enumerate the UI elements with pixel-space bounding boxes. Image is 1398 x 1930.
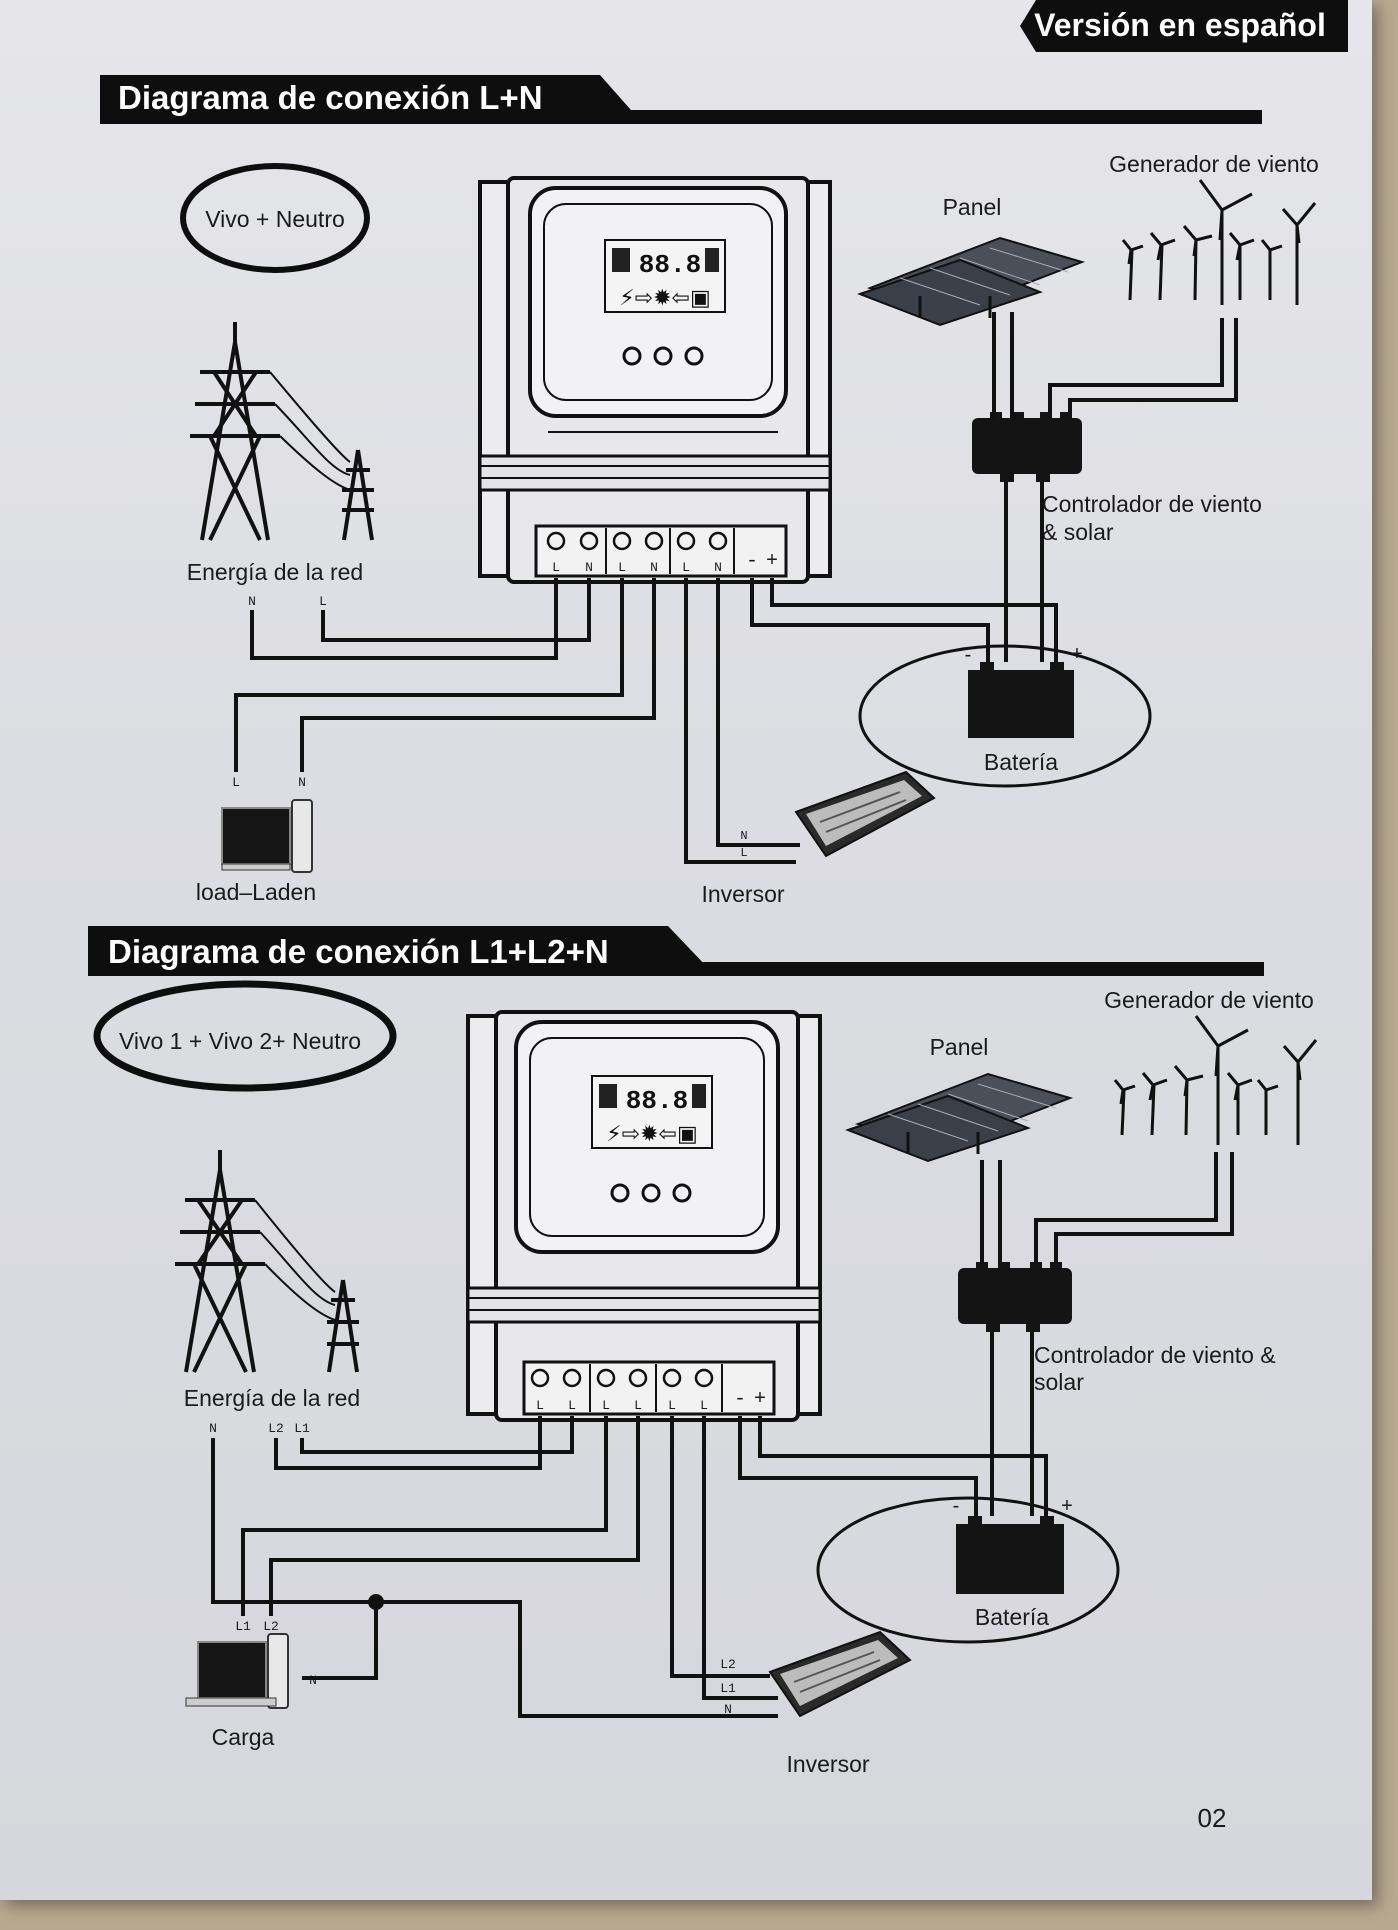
diagram-2-battery-pos: + <box>1061 1495 1073 1517</box>
wire-label: N <box>724 1702 732 1717</box>
diagram-2-lcd-display: 88.8 ⚡⇨✹⇦▣ <box>591 1075 713 1149</box>
diagram-1-ws-controller-label-2: & solar <box>1042 519 1114 545</box>
svg-text:⚡⇨✹⇦▣: ⚡⇨✹⇦▣ <box>606 1122 698 1147</box>
terminal-label: N <box>585 560 593 575</box>
diagram-1-battery-neg: - <box>965 644 972 666</box>
wire-label: N <box>209 1421 217 1436</box>
diagram-1-battery-icon <box>858 644 1152 788</box>
svg-text:88.8: 88.8 <box>626 1086 688 1116</box>
diagram-canvas: Versión en español Diagrama de conexión … <box>88 0 1348 1833</box>
wire-label: L1 <box>294 1421 310 1436</box>
diagram-2-battery-neg: - <box>953 1495 960 1517</box>
button-icon <box>653 346 673 366</box>
terminal-label: N <box>650 560 658 575</box>
terminal-label: L <box>634 1398 642 1413</box>
wire-label: L2 <box>263 1619 279 1634</box>
diagram-1-grid-label: Energía de la red <box>187 559 363 585</box>
wire-label: N <box>298 775 306 790</box>
diagram-1-load-label: load–Laden <box>196 879 316 905</box>
diagram-2-panel-label: Panel <box>930 1034 989 1060</box>
wire-label: N <box>740 829 747 843</box>
page-number: 02 <box>1198 1803 1227 1833</box>
terminal-label: - <box>746 550 758 573</box>
diagram-2-title: Diagrama de conexión L1+L2+N <box>108 933 609 970</box>
diagram-2-load-label: Carga <box>212 1724 275 1750</box>
terminal-label: L <box>602 1398 610 1413</box>
diagram-1-lcd-display: 88.8 ⚡⇨✹⇦▣ <box>604 239 726 313</box>
wire-label: L2 <box>720 1657 736 1672</box>
diagram-1-wind-solar-controller <box>972 412 1082 482</box>
terminal-label: L <box>668 1398 676 1413</box>
terminal-label: L <box>682 560 690 575</box>
diagram-1-wiring <box>234 312 1238 864</box>
terminal-label: - <box>734 1388 746 1411</box>
wire-label: N <box>248 594 256 609</box>
diagram-2-grid-label: Energía de la red <box>184 1385 360 1411</box>
terminal-label: N <box>714 560 722 575</box>
diagram-2-battery-icon <box>816 1496 1120 1644</box>
diagram-1-mode-badge: Vivo + Neutro <box>180 163 370 273</box>
diagram-2-grid-pylon <box>175 1150 359 1373</box>
button-icon <box>641 1183 661 1203</box>
diagram-2-wind-label: Generador de viento <box>1104 987 1314 1013</box>
diagram-1-terminal-block: L N L N L N - + <box>546 528 778 575</box>
wire-label: L <box>319 594 327 609</box>
terminal-label: L <box>618 560 626 575</box>
terminal-label: + <box>754 1388 766 1411</box>
diagram-1-title-banner: Diagrama de conexión L+N <box>100 75 1262 124</box>
terminal-label: L <box>700 1398 708 1413</box>
diagram-2-title-banner: Diagrama de conexión L1+L2+N <box>88 926 1264 976</box>
diagram-2-inverter-label: Inversor <box>786 1751 869 1777</box>
button-icon <box>684 346 704 366</box>
terminal-label: L <box>536 1398 544 1413</box>
diagram-2-battery-label: Batería <box>975 1604 1049 1630</box>
diagram-2-ws-controller-label: Controlador de viento & <box>1034 1342 1276 1368</box>
diagram-1-title: Diagrama de conexión L+N <box>118 79 543 116</box>
diagram-1-mode-text: Vivo + Neutro <box>205 206 345 232</box>
button-icon <box>610 1183 630 1203</box>
diagram-2-mode-text: Vivo 1 + Vivo 2+ Neutro <box>119 1028 361 1054</box>
diagram-2-mode-badge: Vivo 1 + Vivo 2+ Neutro <box>93 980 397 1092</box>
wire-label: N <box>309 1673 317 1688</box>
diagram-1-wind-label: Generador de viento <box>1109 151 1319 177</box>
diagram-1-panel-label: Panel <box>943 194 1002 220</box>
terminal-label: + <box>766 550 778 573</box>
diagram-1-battery-label: Batería <box>984 749 1058 775</box>
terminal-label: L <box>568 1398 576 1413</box>
diagram-2-terminal-block: L L L L L L - + <box>530 1364 766 1413</box>
diagram-1-inverter-icon <box>794 770 936 858</box>
language-badge: Versión en español <box>1020 0 1348 52</box>
wire-label: L1 <box>235 1619 251 1634</box>
diagram-1-ws-controller-label: Controlador de viento <box>1042 491 1262 517</box>
manual-page: Versión en español Diagrama de conexión … <box>0 0 1372 1900</box>
diagram-2-wind-turbine-icon <box>1113 1015 1318 1145</box>
language-badge-text: Versión en español <box>1034 7 1326 43</box>
diagram-1-hybrid-controller: 88.8 ⚡⇨✹⇦▣ L N L N L N - + <box>478 176 832 584</box>
terminal-label: L <box>552 560 560 575</box>
diagram-1-inverter-label: Inversor <box>701 881 784 907</box>
diagram-1-wind-turbine-icon <box>1121 179 1317 305</box>
diagram-2-hybrid-controller: 88.8 ⚡⇨✹⇦▣ L L L L L L - + <box>466 1010 822 1422</box>
junction-dot <box>368 1594 384 1610</box>
button-icon <box>672 1183 692 1203</box>
button-icon <box>622 346 642 366</box>
svg-text:88.8: 88.8 <box>639 250 701 280</box>
wire-label: L <box>232 775 240 790</box>
svg-text:⚡⇨✹⇦▣: ⚡⇨✹⇦▣ <box>619 286 711 311</box>
diagram-2-tv-icon <box>185 1633 289 1709</box>
diagram-2-inverter-icon <box>768 1630 912 1718</box>
diagram-2-wind-solar-controller <box>958 1262 1072 1332</box>
diagram-1-grid-pylon <box>190 322 374 541</box>
diagram-1-tv-icon <box>221 799 313 873</box>
diagram-2-solar-panel-icon <box>845 1072 1074 1163</box>
wire-label: L1 <box>720 1681 736 1696</box>
diagram-2-wiring <box>211 1152 1234 1718</box>
diagram-2-ws-controller-label-2: solar <box>1034 1369 1084 1395</box>
wire-label: L <box>740 846 747 860</box>
wire-label: L2 <box>268 1421 284 1436</box>
diagram-1-battery-pos: + <box>1071 643 1083 665</box>
diagram-1-solar-panel-icon <box>857 236 1086 327</box>
